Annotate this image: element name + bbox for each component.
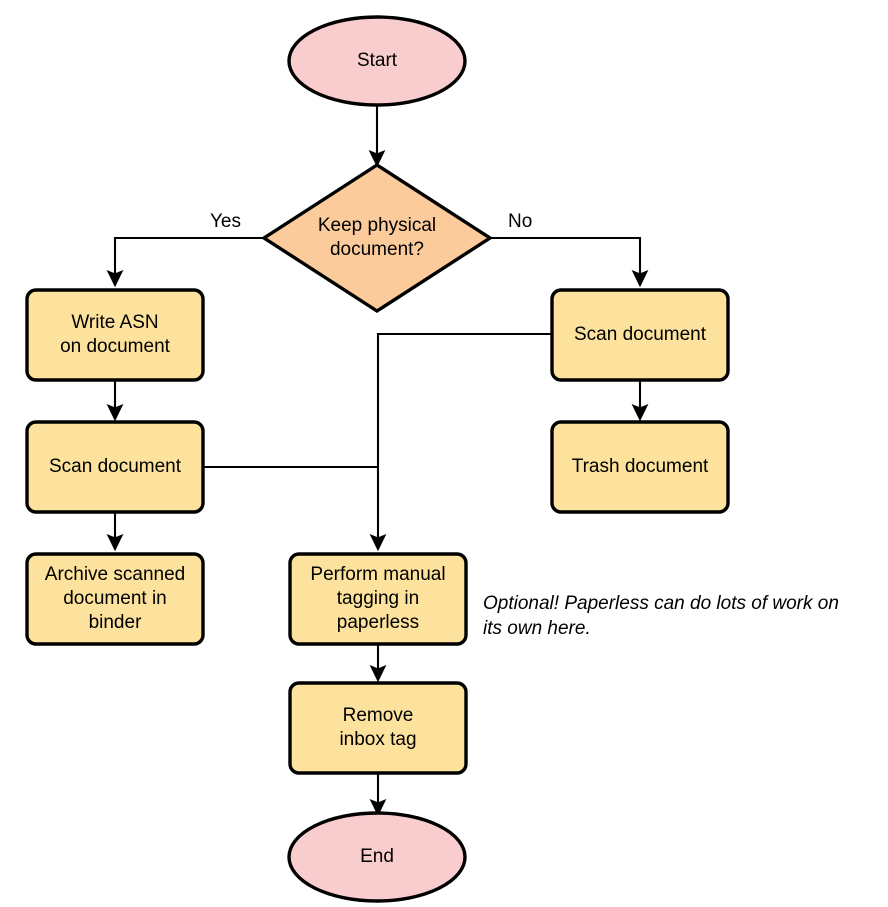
edge-decision-no-to-scan-right: [490, 236, 649, 288]
node-shape-start[interactable]: [287, 15, 467, 107]
edge-label-yes: Yes: [210, 211, 241, 232]
edge-label-no: No: [508, 211, 533, 232]
node-shape-write-asn[interactable]: [25, 288, 205, 382]
node-shape-remove-inbox[interactable]: [288, 681, 468, 775]
node-shape-trash[interactable]: [550, 420, 730, 514]
node-shape-tagging[interactable]: [288, 552, 468, 646]
node-shape-scan-left[interactable]: [25, 420, 205, 514]
node-shape-scan-right[interactable]: [550, 288, 730, 382]
edge-decision-yes-to-write-asn: [106, 236, 265, 288]
edge-scan-right-to-tagging: [369, 332, 552, 552]
node-shape-end[interactable]: [287, 811, 467, 903]
node-shape-decision[interactable]: [260, 162, 494, 314]
note-optional-paperless: Optional! Paperless can do lots of work …: [483, 593, 839, 639]
node-shape-archive[interactable]: [25, 552, 205, 646]
